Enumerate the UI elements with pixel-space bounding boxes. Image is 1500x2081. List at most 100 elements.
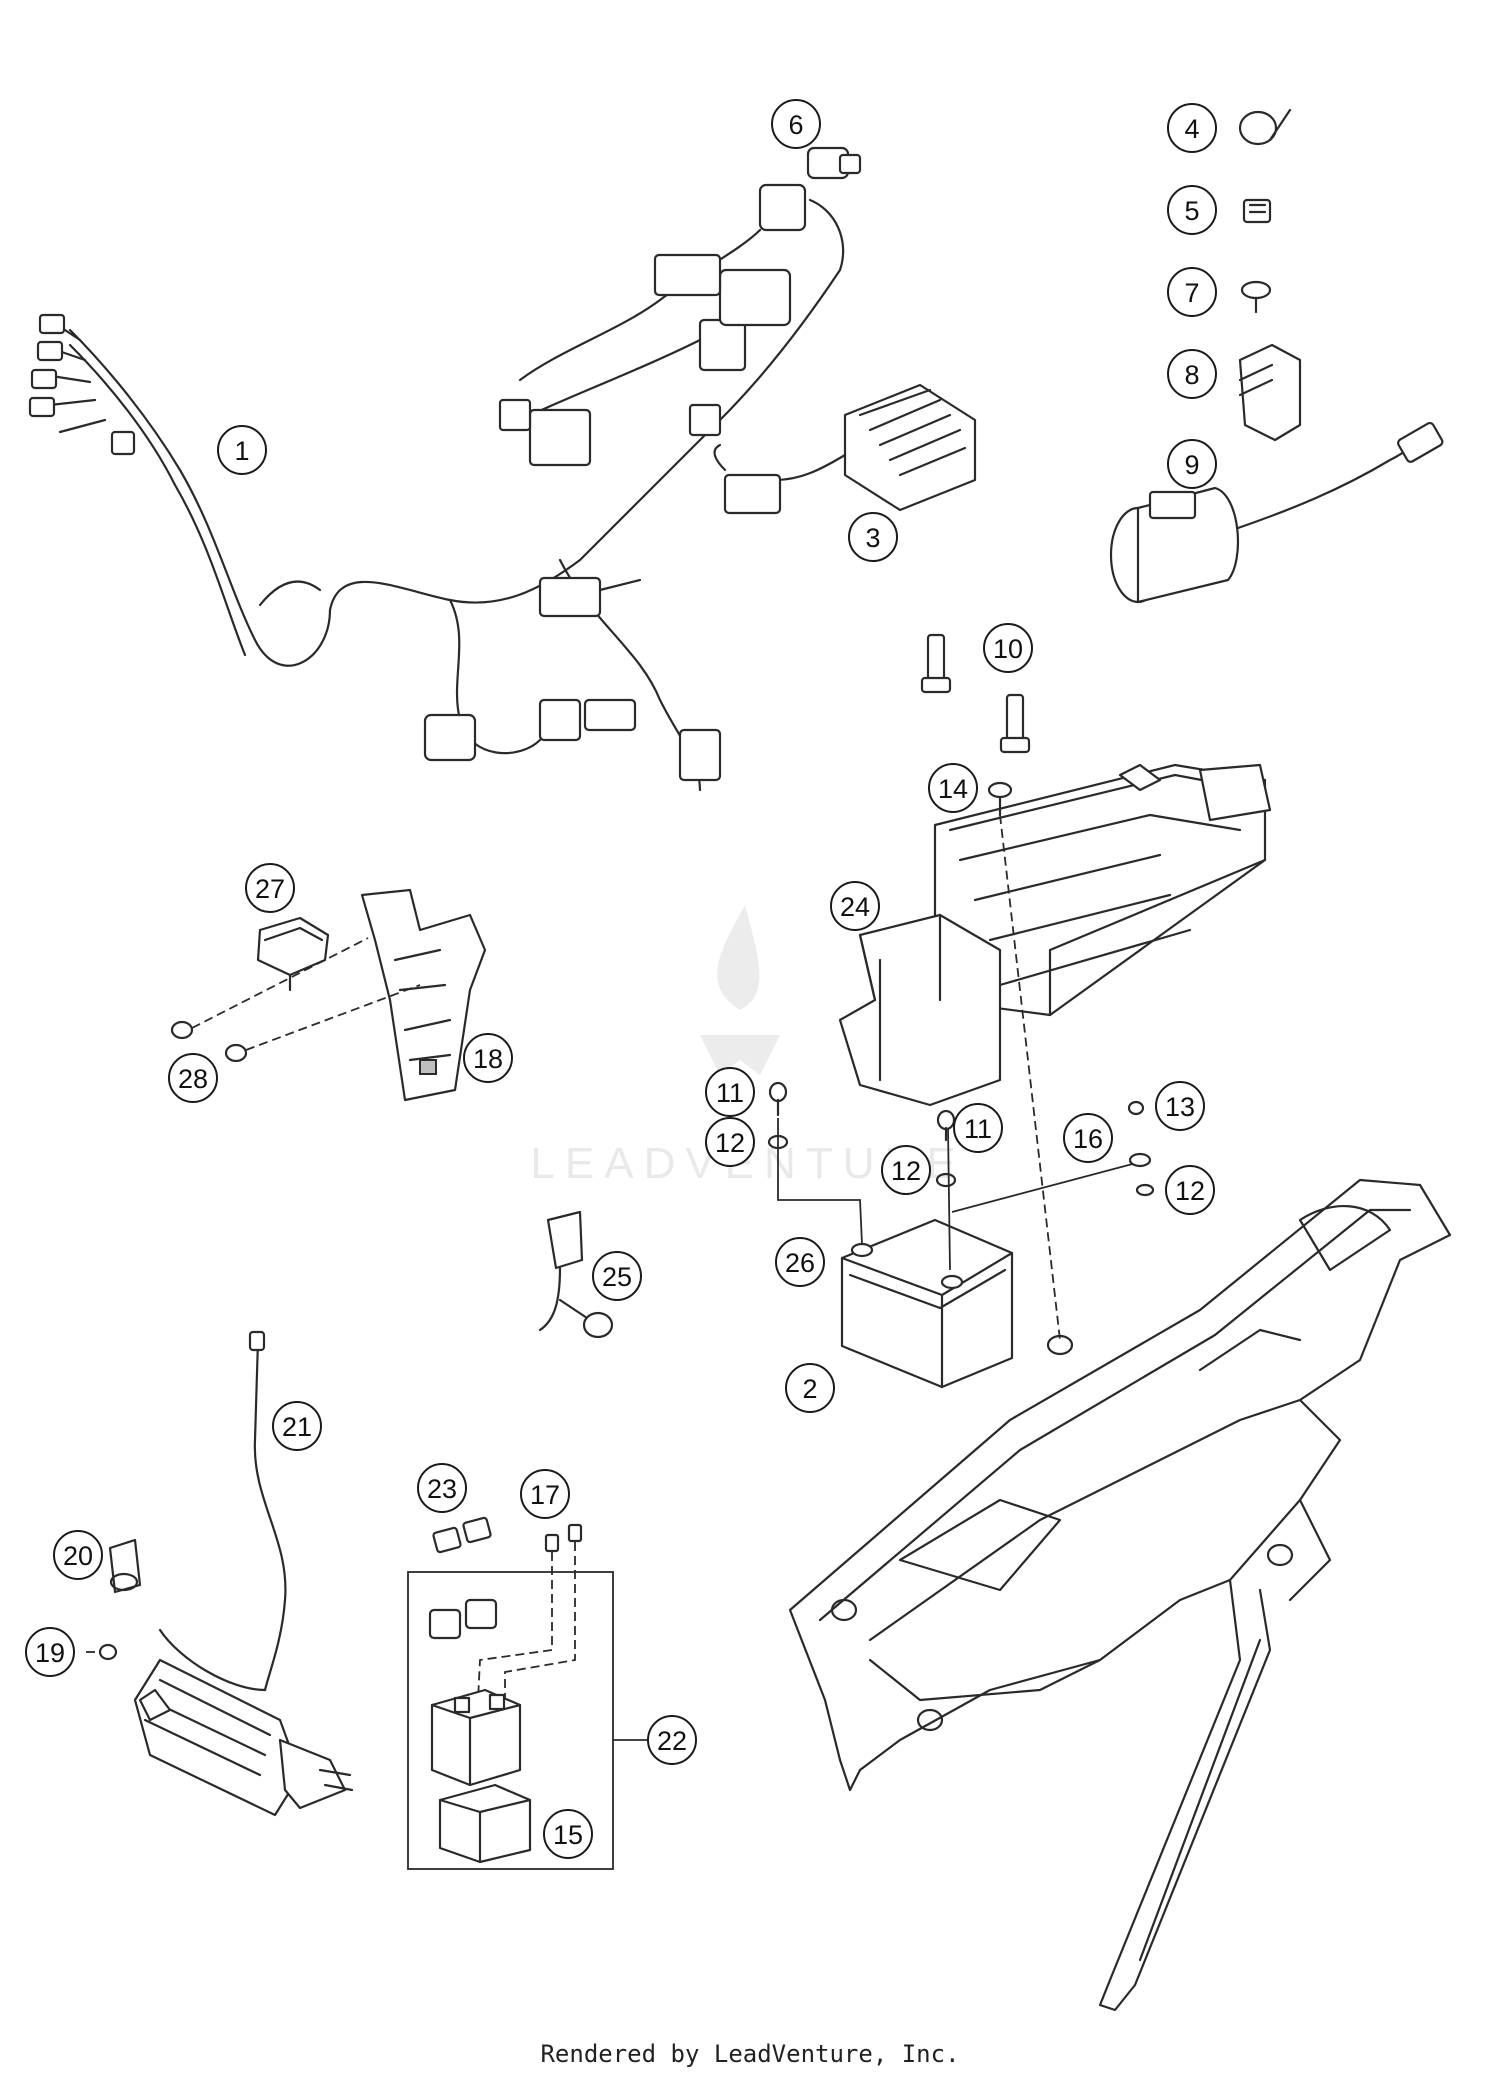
- callout-14: 14: [928, 763, 978, 813]
- leader-line: [245, 984, 421, 1051]
- callout-label: 17: [530, 1480, 560, 1510]
- leader-line: [477, 1552, 553, 1701]
- regulator-icon: [713, 383, 977, 515]
- cover-icon: [438, 1783, 532, 1864]
- callout-label: 4: [1184, 114, 1199, 144]
- fuse-cover-pair: [428, 1598, 498, 1640]
- holder-icon: [838, 763, 1272, 1107]
- callout-label: 12: [715, 1128, 745, 1158]
- callout-21: 21: [272, 1401, 322, 1451]
- battery-icon: [840, 1218, 1014, 1389]
- callout-label: 10: [993, 634, 1023, 664]
- nut-icon: [98, 1643, 118, 1661]
- callout-16: 16: [1063, 1113, 1113, 1163]
- nut-icon: [170, 1020, 248, 1063]
- callout-label: 16: [1073, 1124, 1103, 1154]
- callout-label: 7: [1184, 278, 1199, 308]
- callout-label: 28: [178, 1064, 208, 1094]
- callout-label: 3: [865, 523, 880, 553]
- callout-label: 13: [1165, 1092, 1195, 1122]
- cable-icon: [777, 1118, 1152, 1271]
- rivet-icon: [1240, 280, 1272, 314]
- callout-1: 1: [217, 425, 267, 475]
- callout-13: 13: [1155, 1081, 1205, 1131]
- callout-20: 20: [53, 1530, 103, 1580]
- callout-2: 2: [785, 1363, 835, 1413]
- callout-19: 19: [25, 1627, 75, 1677]
- callout-15: 15: [543, 1809, 593, 1859]
- callout-17: 17: [520, 1469, 570, 1519]
- callout-4: 4: [1167, 103, 1217, 153]
- callout-label: 21: [282, 1412, 312, 1442]
- fuse-icon: [920, 633, 1031, 754]
- screw-icon: [768, 1081, 956, 1142]
- callout-6: 6: [771, 99, 821, 149]
- callout-28: 28: [168, 1053, 218, 1103]
- nut-icon: [1127, 1100, 1145, 1116]
- callout-11: 11: [705, 1067, 755, 1117]
- connector-icon: [806, 146, 862, 180]
- callout-label: 2: [802, 1374, 817, 1404]
- callout-label: 12: [1175, 1176, 1205, 1206]
- callout-7: 7: [1167, 267, 1217, 317]
- cable-tie-icon: [1238, 108, 1292, 146]
- leader-line: [504, 1542, 576, 1700]
- callout-3: 3: [848, 512, 898, 562]
- callout-label: 6: [788, 110, 803, 140]
- callout-5: 5: [1167, 185, 1217, 235]
- callout-label: 11: [716, 1078, 744, 1108]
- callout-label: 15: [553, 1820, 583, 1850]
- callout-22: 22: [647, 1715, 697, 1765]
- cover-icon: [432, 1516, 492, 1554]
- callout-8: 8: [1167, 349, 1217, 399]
- leader-line: [191, 937, 369, 1029]
- rear-subframe-icon: [788, 1178, 1452, 2012]
- starter-motor-icon: [133, 1658, 354, 1817]
- cover-icon: [1238, 343, 1302, 442]
- control-unit-icon: [256, 916, 330, 992]
- callout-label: 22: [657, 1726, 687, 1756]
- callout-label: 27: [255, 874, 285, 904]
- callout-11: 11: [953, 1103, 1003, 1153]
- callout-12: 12: [1165, 1165, 1215, 1215]
- callout-label: 9: [1184, 450, 1199, 480]
- callout-18: 18: [463, 1033, 513, 1083]
- plug-icon: [538, 1210, 614, 1339]
- callout-label: 18: [473, 1044, 503, 1074]
- washer-icon: [767, 1134, 1155, 1197]
- callout-label: 8: [1184, 360, 1199, 390]
- module-icon: [1109, 421, 1444, 604]
- callout-10: 10: [983, 623, 1033, 673]
- relay-icon: [430, 1688, 522, 1787]
- bracket-icon: [360, 888, 487, 1102]
- callout-23: 23: [417, 1463, 467, 1513]
- callout-label: 12: [891, 1156, 921, 1186]
- leader-line: [999, 814, 1061, 1341]
- footer-credit: Rendered by LeadVenture, Inc.: [540, 2040, 960, 2068]
- cable-icon: [158, 1330, 287, 1692]
- clip-icon: [1242, 198, 1272, 224]
- callout-label: 1: [234, 436, 249, 466]
- callout-9: 9: [1167, 439, 1217, 489]
- callout-12: 12: [881, 1145, 931, 1195]
- relay-kit-box: [407, 1571, 614, 1870]
- callout-label: 25: [602, 1262, 632, 1292]
- callout-label: 20: [63, 1541, 93, 1571]
- callout-12: 12: [705, 1117, 755, 1167]
- callout-label: 26: [785, 1248, 815, 1278]
- cap-icon: [108, 1538, 142, 1594]
- callout-label: 5: [1184, 196, 1199, 226]
- callout-26: 26: [775, 1237, 825, 1287]
- callout-25: 25: [592, 1251, 642, 1301]
- callout-label: 14: [938, 774, 968, 804]
- callout-label: 23: [427, 1474, 457, 1504]
- bolt-icon: [987, 781, 1013, 817]
- callout-27: 27: [245, 863, 295, 913]
- callout-label: 24: [840, 892, 870, 922]
- callout-label: 19: [35, 1638, 65, 1668]
- callout-24: 24: [830, 881, 880, 931]
- callout-label: 11: [964, 1114, 992, 1144]
- fuse-icon: [544, 1523, 583, 1553]
- wiring-harness-icon: [28, 183, 845, 792]
